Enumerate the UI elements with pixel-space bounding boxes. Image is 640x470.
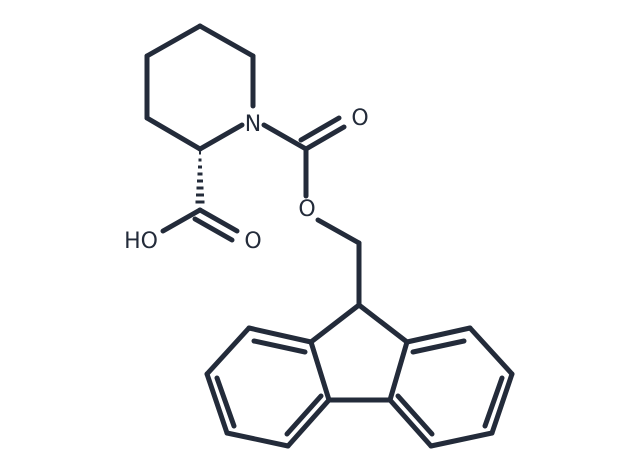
bond-right-ring-inner-1 [410, 338, 467, 355]
bond-c-ohydroxyl [160, 207, 203, 234]
bond-right-ring-a [404, 325, 473, 345]
atom-label-carbamate-carbonyl-oxygen: O [351, 106, 368, 131]
bond-right-ring-b [467, 325, 515, 377]
bond-c-ocarbonyl-1 [197, 207, 240, 234]
bond-right-ring-inner-2 [482, 375, 505, 429]
bond-right-ring-junction [387, 339, 410, 403]
bond-ccarbamate-o-2 [298, 115, 342, 143]
bond-ring-c6-n [197, 122, 245, 152]
bond-right-ring-inner-3 [395, 393, 435, 437]
atom-label-hydroxyl: HO [124, 229, 158, 254]
bond-left-ring-c [204, 371, 230, 436]
bond-right-ring-d [428, 430, 495, 449]
bond-c9-right [356, 302, 410, 345]
bond-left-ring-inner-1 [251, 338, 308, 355]
hashed-wedge-bond [195, 151, 205, 204]
bond-left-ring-d [224, 430, 291, 449]
bond-left-ring-inner-3 [284, 393, 324, 437]
bond-left-ring-a [246, 325, 314, 345]
bond-ring-c5-c6 [144, 115, 203, 152]
bond-left-ring-inner-2 [214, 375, 237, 429]
atom-label-ester-oxygen: O [298, 197, 315, 222]
bond-left-ring-junction [308, 339, 332, 403]
bond-right-ring-c [489, 371, 515, 436]
bond-c-ocarbonyl-2 [192, 216, 235, 243]
bond-left-ring-e [285, 397, 332, 449]
atom-label-nitrogen: N [245, 112, 261, 137]
bond-n-ccarbamate [261, 122, 309, 152]
bond-ccarbamate-o-1 [303, 124, 347, 152]
bond-c9-left [308, 302, 362, 345]
bond-left-ring-b [204, 325, 252, 377]
bond-ring-c3-c4 [144, 23, 203, 59]
atom-label-acid-carbonyl-oxygen: O [244, 229, 261, 254]
bond-right-ring-e [387, 397, 434, 449]
bond-oester-ch2 [315, 217, 362, 246]
bond-ring-c2-c3 [197, 23, 256, 59]
